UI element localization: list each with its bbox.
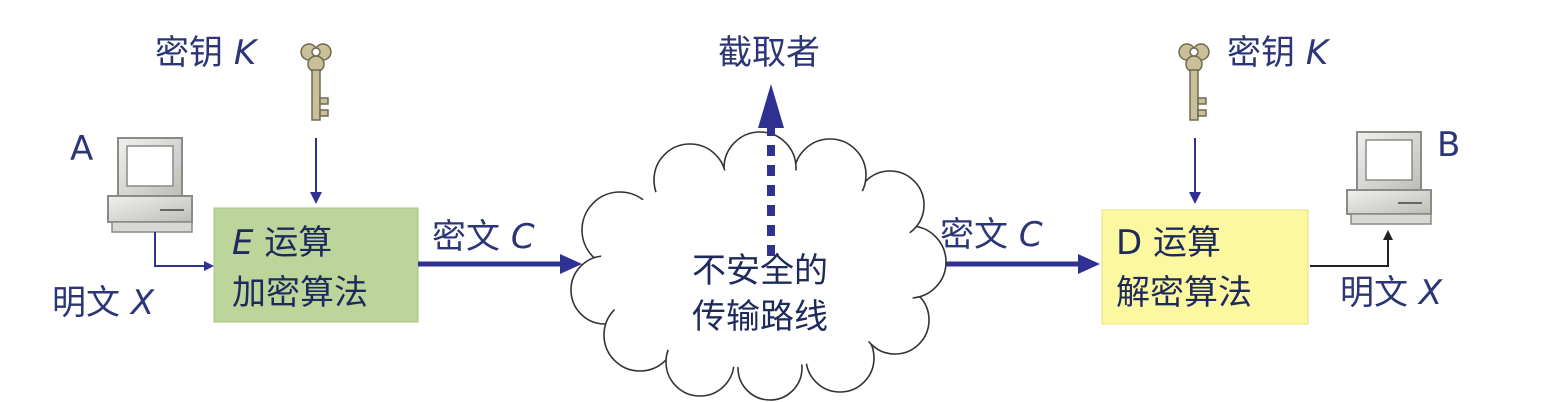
interceptor-label: 截取者 (718, 33, 820, 73)
cipher-right-label: 密文 C (940, 215, 1043, 255)
receiver-label: B (1437, 125, 1461, 165)
key-right-icon (1178, 43, 1210, 121)
key-right-arrow (1189, 138, 1201, 204)
key-right-label: 密钥 K (1227, 33, 1329, 73)
plaintext-right-label: 明文 X (1340, 273, 1443, 313)
encrypt-box-line1: E 运算 (232, 223, 333, 263)
insecure-channel-cloud (570, 131, 947, 401)
cipher-left-arrow (418, 254, 582, 274)
interceptor-arrow (758, 84, 784, 256)
plaintext-left-label: 明文 X (52, 283, 155, 323)
key-left-arrow (310, 138, 322, 204)
encrypt-box-line2: 加密算法 (232, 273, 368, 313)
plaintext-left-connector (154, 232, 214, 271)
decrypt-box (1101, 209, 1309, 325)
channel-line2: 传输路线 (692, 297, 828, 337)
plaintext-right-connector (1310, 230, 1393, 267)
cipher-left-label: 密文 C (432, 217, 535, 257)
key-left-icon (300, 43, 332, 121)
encrypt-box (213, 207, 419, 323)
channel-line1: 不安全的 (692, 251, 828, 291)
key-left-label: 密钥 K (155, 33, 257, 73)
computer-a-icon (107, 137, 193, 233)
sender-label: A (70, 129, 94, 169)
decrypt-box-line2: 解密算法 (1116, 273, 1252, 313)
decrypt-box-line1: D 运算 (1116, 223, 1221, 263)
computer-b-icon (1346, 131, 1432, 225)
